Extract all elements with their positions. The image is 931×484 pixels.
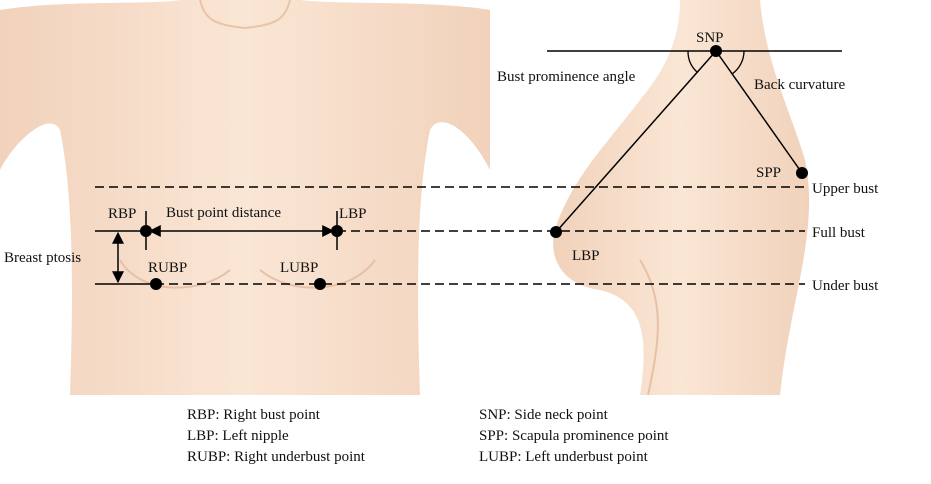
bust-prominence-angle-arc	[687, 50, 698, 73]
legend-item: LUBP: Left underbust point	[479, 449, 648, 465]
front-torso-figure	[0, 0, 490, 395]
side-lbp-point	[550, 226, 562, 238]
neck-shading	[199, 0, 291, 30]
bust-point-distance-label: Bust point distance	[166, 205, 281, 221]
spp-point	[796, 167, 808, 179]
spp-label: SPP	[756, 165, 781, 181]
bust-prominence-angle-label: Bust prominence angle	[497, 69, 636, 85]
rbp-point	[140, 225, 152, 237]
arm-contour	[639, 259, 659, 396]
snp-label: SNP	[696, 30, 724, 46]
rubp-point	[150, 278, 162, 290]
legend-item: SNP: Side neck point	[479, 407, 608, 423]
legend-left: RBP: Right bust point LBP: Left nipple R…	[187, 405, 365, 468]
measurement-diagram: RBP Bust point distance LBP Breast ptosi…	[0, 0, 879, 396]
legend-item: LBP: Left nipple	[187, 428, 289, 444]
legend-item: RUBP: Right underbust point	[187, 449, 365, 465]
legend-item: SPP: Scapula prominence point	[479, 428, 669, 444]
side-torso-figure	[553, 0, 810, 395]
lbp-point	[331, 225, 343, 237]
full-bust-label: Full bust	[812, 225, 866, 241]
side-lbp-label: LBP	[572, 248, 600, 264]
back-curvature-arc	[731, 50, 745, 75]
snp-lbp-line	[555, 50, 717, 233]
upper-bust-label: Upper bust	[812, 181, 879, 197]
lubp-point	[314, 278, 326, 290]
lbp-label: LBP	[339, 206, 367, 222]
lubp-label: LUBP	[280, 260, 318, 276]
legend-item: RBP: Right bust point	[187, 407, 320, 423]
breast-ptosis-label: Breast ptosis	[4, 250, 81, 266]
snp-spp-line	[715, 50, 803, 174]
legend-right: SNP: Side neck point SPP: Scapula promin…	[479, 405, 669, 468]
back-curvature-label: Back curvature	[754, 77, 846, 93]
under-bust-label: Under bust	[812, 278, 879, 294]
rubp-label: RUBP	[148, 260, 187, 276]
rbp-label: RBP	[108, 206, 136, 222]
snp-point	[710, 45, 722, 57]
